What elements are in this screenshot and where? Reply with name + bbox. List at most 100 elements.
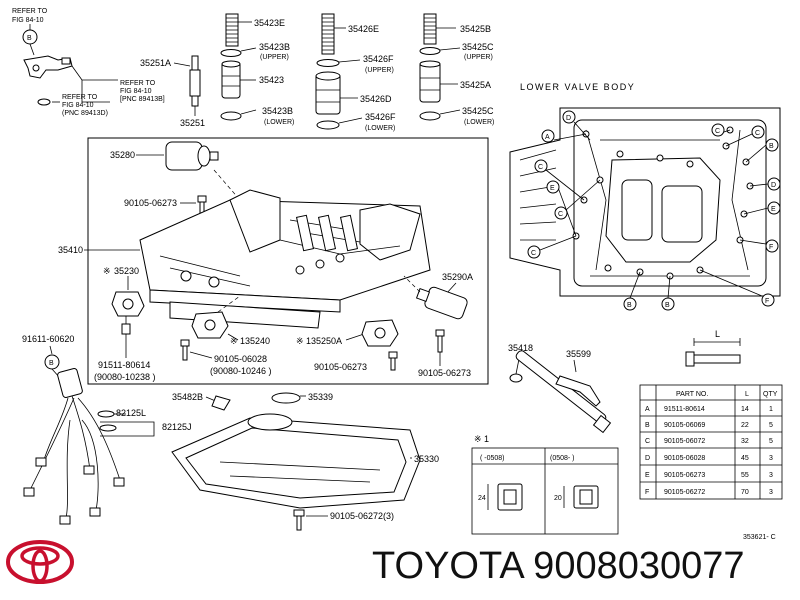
lower-valve-body-title: LOWER VALVE BODY: [520, 82, 635, 92]
spring-35423E-icon: [225, 13, 239, 47]
oil-strainer-35418-icon: [509, 350, 612, 434]
o-ring-35425C-upper: [419, 47, 441, 55]
label-90105-06273-a: 90105-06273: [124, 198, 177, 208]
spring-35426E-icon: [321, 13, 335, 55]
table-cell: 90105-06273: [664, 472, 705, 479]
label-35280: 35280: [110, 150, 135, 160]
label-90105-06272: 90105-06272(3): [330, 511, 394, 521]
label-91611-60620: 91611-60620: [22, 334, 74, 344]
dim-24: 24: [478, 495, 486, 502]
solenoid-35280-icon: [165, 141, 219, 171]
bolt-icon: [435, 329, 445, 353]
table-cell: 70: [741, 489, 749, 496]
oil-pan-35330-icon: [171, 413, 421, 509]
callout-b-top-letter: B: [27, 35, 32, 42]
label-135240: 135240: [240, 336, 270, 346]
o-ring-35423B-lower: [220, 111, 242, 121]
brand-part-number: TOYOTA 9008030077: [372, 545, 745, 587]
table-cell: 91511-80614: [664, 406, 705, 413]
refer-note-top-1: REFER TO: [12, 8, 48, 15]
callout-letter: C: [538, 164, 543, 171]
label-35425C-lower: 35425C: [462, 106, 494, 116]
table-cell: 3: [769, 472, 773, 479]
label-35410: 35410: [58, 245, 83, 255]
callout-letter: C: [558, 211, 563, 218]
label-35418: 35418: [508, 343, 533, 353]
callout-letter: E: [550, 185, 555, 192]
table-cell: 14: [741, 406, 749, 413]
callout-letter: D: [566, 115, 571, 122]
table-cell: E: [645, 472, 650, 479]
table-header-qty: QTY: [763, 391, 778, 398]
bracket-35599-icon: [555, 375, 601, 407]
table-cell: 90105-06028: [664, 455, 705, 462]
label-upper-2: (UPPER): [365, 67, 394, 74]
table-cell: 1: [769, 406, 773, 413]
upper-valve-body-icon: [139, 189, 431, 329]
note-1-label: ※ 1: [474, 434, 489, 444]
refer-note-lower-1: REFER TO: [62, 94, 98, 101]
label-35425B: 35425B: [460, 24, 491, 34]
table-cell: 3: [769, 489, 773, 496]
label-90080-10238: (90080-10238 ): [94, 372, 156, 382]
label-35426F-lower: 35426F: [365, 112, 396, 122]
lower-valve-body-icon: [509, 107, 781, 297]
table-header-partno: PART NO.: [676, 391, 708, 398]
dim-20: 20: [554, 495, 562, 502]
label-35599: 35599: [566, 349, 591, 359]
table-cell: 45: [741, 455, 749, 462]
table-cell: 90105-06272: [664, 489, 705, 496]
table-cell: 32: [741, 438, 749, 445]
table-cell: 22: [741, 422, 749, 429]
label-35426E: 35426E: [348, 24, 379, 34]
label-90105-06273-b: 90105-06273: [314, 362, 367, 372]
label-82125L: 82125L: [116, 408, 146, 418]
label-35423B-upper: 35423B: [259, 42, 290, 52]
table-cell: 90105-06072: [664, 438, 705, 445]
table-cell: 90105-06069: [664, 422, 705, 429]
speed-sensor-icon: [23, 55, 73, 79]
label-35423E: 35423E: [254, 18, 285, 28]
label-35230-mark: ※: [103, 266, 111, 276]
label-35425C-upper: 35425C: [462, 42, 494, 52]
label-upper-1: (UPPER): [260, 54, 289, 61]
label-35426F-upper: 35426F: [363, 54, 394, 64]
table-header-l: L: [745, 391, 749, 398]
label-35426D: 35426D: [360, 94, 392, 104]
seal-82125L: [97, 410, 115, 418]
table-cell: 3: [769, 455, 773, 462]
label-35251A: 35251A: [140, 58, 171, 68]
solenoid-35230-icon: [111, 291, 145, 317]
callout-letter: F: [765, 298, 769, 305]
label-90080-10246: (90080-10246 ): [210, 366, 272, 376]
label-35290A: 35290A: [442, 272, 473, 282]
lower-body-callouts: A D C E C C B C C B D E: [527, 110, 781, 311]
table-cell: 5: [769, 438, 773, 445]
solenoid-size-note-box: ( -0508) (0508- ) 24 20: [471, 447, 619, 535]
wiring-harness-icon: [23, 368, 125, 525]
label-35423: 35423: [259, 75, 284, 85]
callout-letter: B: [665, 302, 670, 309]
toyota-logo-icon: [6, 540, 74, 584]
label-lower-1: (LOWER): [264, 119, 294, 126]
table-cell: B: [645, 422, 650, 429]
callout-letter: C: [715, 128, 720, 135]
label-135250A-mark: ※: [296, 336, 304, 346]
label-35330: 35330: [414, 454, 439, 464]
refer-note-lower-3: (PNC 89413D): [62, 110, 108, 117]
table-cell: 5: [769, 422, 773, 429]
bolt-spec-table: PART NO. L QTY A 91511-80614 14 1 B 9010…: [639, 384, 783, 500]
label-35423B-lower: 35423B: [262, 106, 293, 116]
valve-body-group-frame: [87, 137, 489, 385]
label-91511: 91511-80614: [98, 360, 150, 370]
label-135250A: 135250A: [306, 336, 342, 346]
bolt-icon: [388, 351, 398, 371]
table-cell: A: [645, 406, 650, 413]
note-range-a: ( -0508): [480, 455, 505, 462]
solenoid-pin-icon: [189, 55, 201, 107]
callout-letter: C: [755, 130, 760, 137]
callout-b-mid-letter: B: [49, 360, 54, 367]
label-35230: 35230: [114, 266, 139, 276]
callout-letter: B: [769, 143, 774, 150]
gasket-35339-icon: [271, 392, 301, 404]
